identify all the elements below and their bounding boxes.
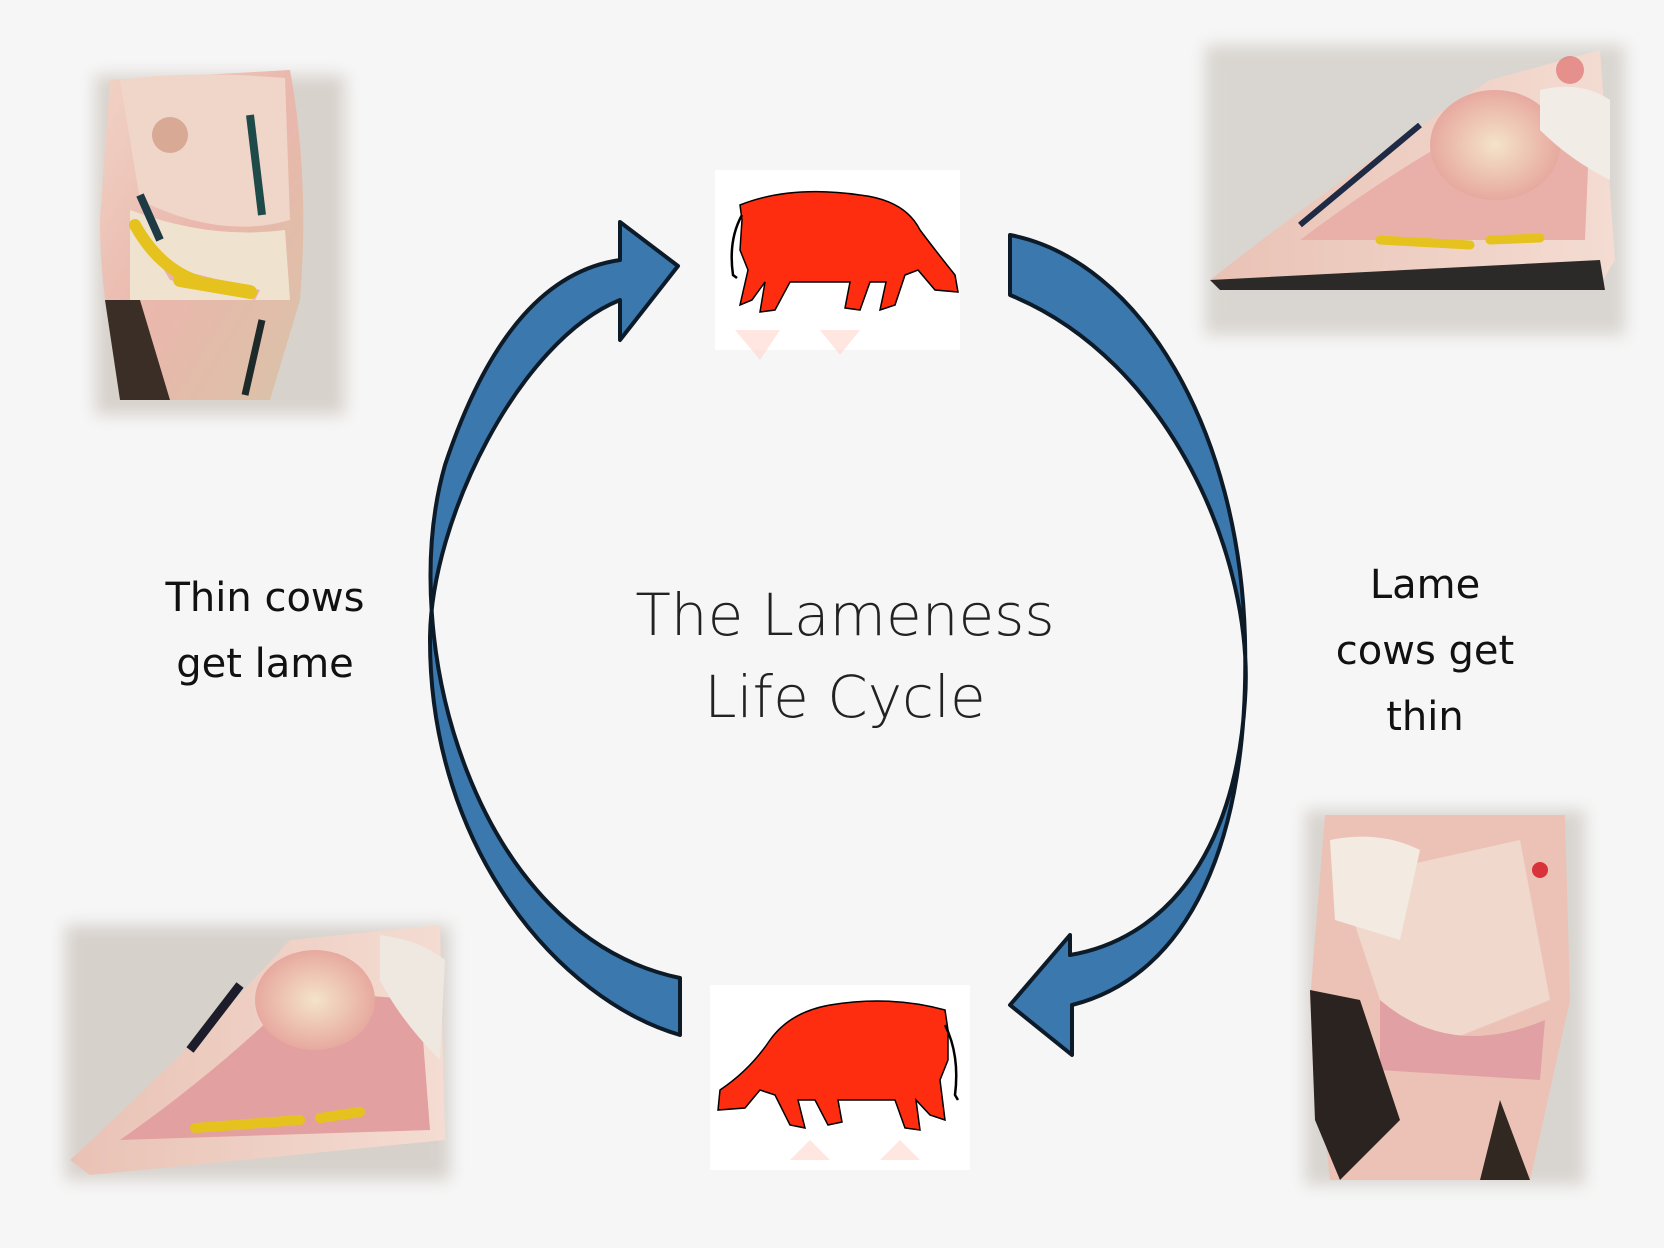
hoof-photo-bottom-left <box>65 925 450 1180</box>
right-label: Lame cows get thin <box>1335 562 1515 740</box>
diagram-title: The Lameness Life Cycle <box>635 581 1055 731</box>
left-label: Thin cows get lame <box>165 575 365 687</box>
hoof-photo-top-left <box>95 70 345 415</box>
hoof-photo-bottom-right <box>1305 810 1585 1185</box>
cow-silhouette-top <box>715 170 960 360</box>
cycle-arrow-right <box>1008 233 1248 1057</box>
cow-silhouette-bottom <box>710 985 970 1170</box>
hoof-photo-top-right <box>1205 45 1625 335</box>
cycle-arrow-left <box>428 220 682 1037</box>
